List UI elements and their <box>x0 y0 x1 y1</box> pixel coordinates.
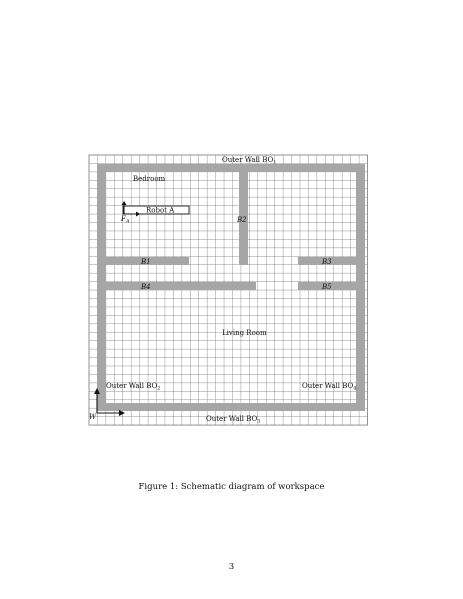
figure-caption: Figure 1: Schematic diagram of workspace <box>138 482 325 492</box>
robot-frame-x-arrow <box>136 211 140 217</box>
outer-wall-bottom-label: Outer Wall BO3 <box>206 415 260 425</box>
b4-label: B4 <box>140 283 151 291</box>
robot-frame-y-arrow <box>121 201 127 205</box>
outer-wall-top <box>97 164 359 172</box>
robot-body <box>122 205 190 215</box>
outer-wall-right-label: Outer Wall BO4 <box>302 382 356 392</box>
wall-b4 <box>106 282 256 290</box>
page-number: 3 <box>228 562 235 572</box>
wall-b2 <box>239 172 248 265</box>
bedroom-label: Bedroom <box>133 175 166 183</box>
wall-b1 <box>106 257 189 265</box>
b2-label: B2 <box>236 216 247 224</box>
robot-frame-label: FA <box>120 215 130 225</box>
walls <box>97 164 365 411</box>
world-frame-label: W <box>89 413 97 421</box>
b5-label: B5 <box>321 283 332 291</box>
wall-b5 <box>298 282 356 290</box>
outer-wall-left-label: Outer Wall BO2 <box>106 382 160 392</box>
b1-label: B1 <box>140 258 151 266</box>
outer-wall-top-label: Outer Wall BO1 <box>222 156 276 166</box>
world-frame-x-arrow <box>119 410 125 416</box>
living-room-label: Living Room <box>222 329 267 337</box>
outer-wall-left <box>97 164 106 411</box>
robot-label: Robot A <box>146 207 175 215</box>
b3-label: B3 <box>321 258 332 266</box>
world-frame-y-arrow <box>94 388 100 394</box>
wall-b3 <box>298 257 356 265</box>
outer-wall-right <box>356 164 365 411</box>
outer-wall-bottom <box>97 403 359 411</box>
